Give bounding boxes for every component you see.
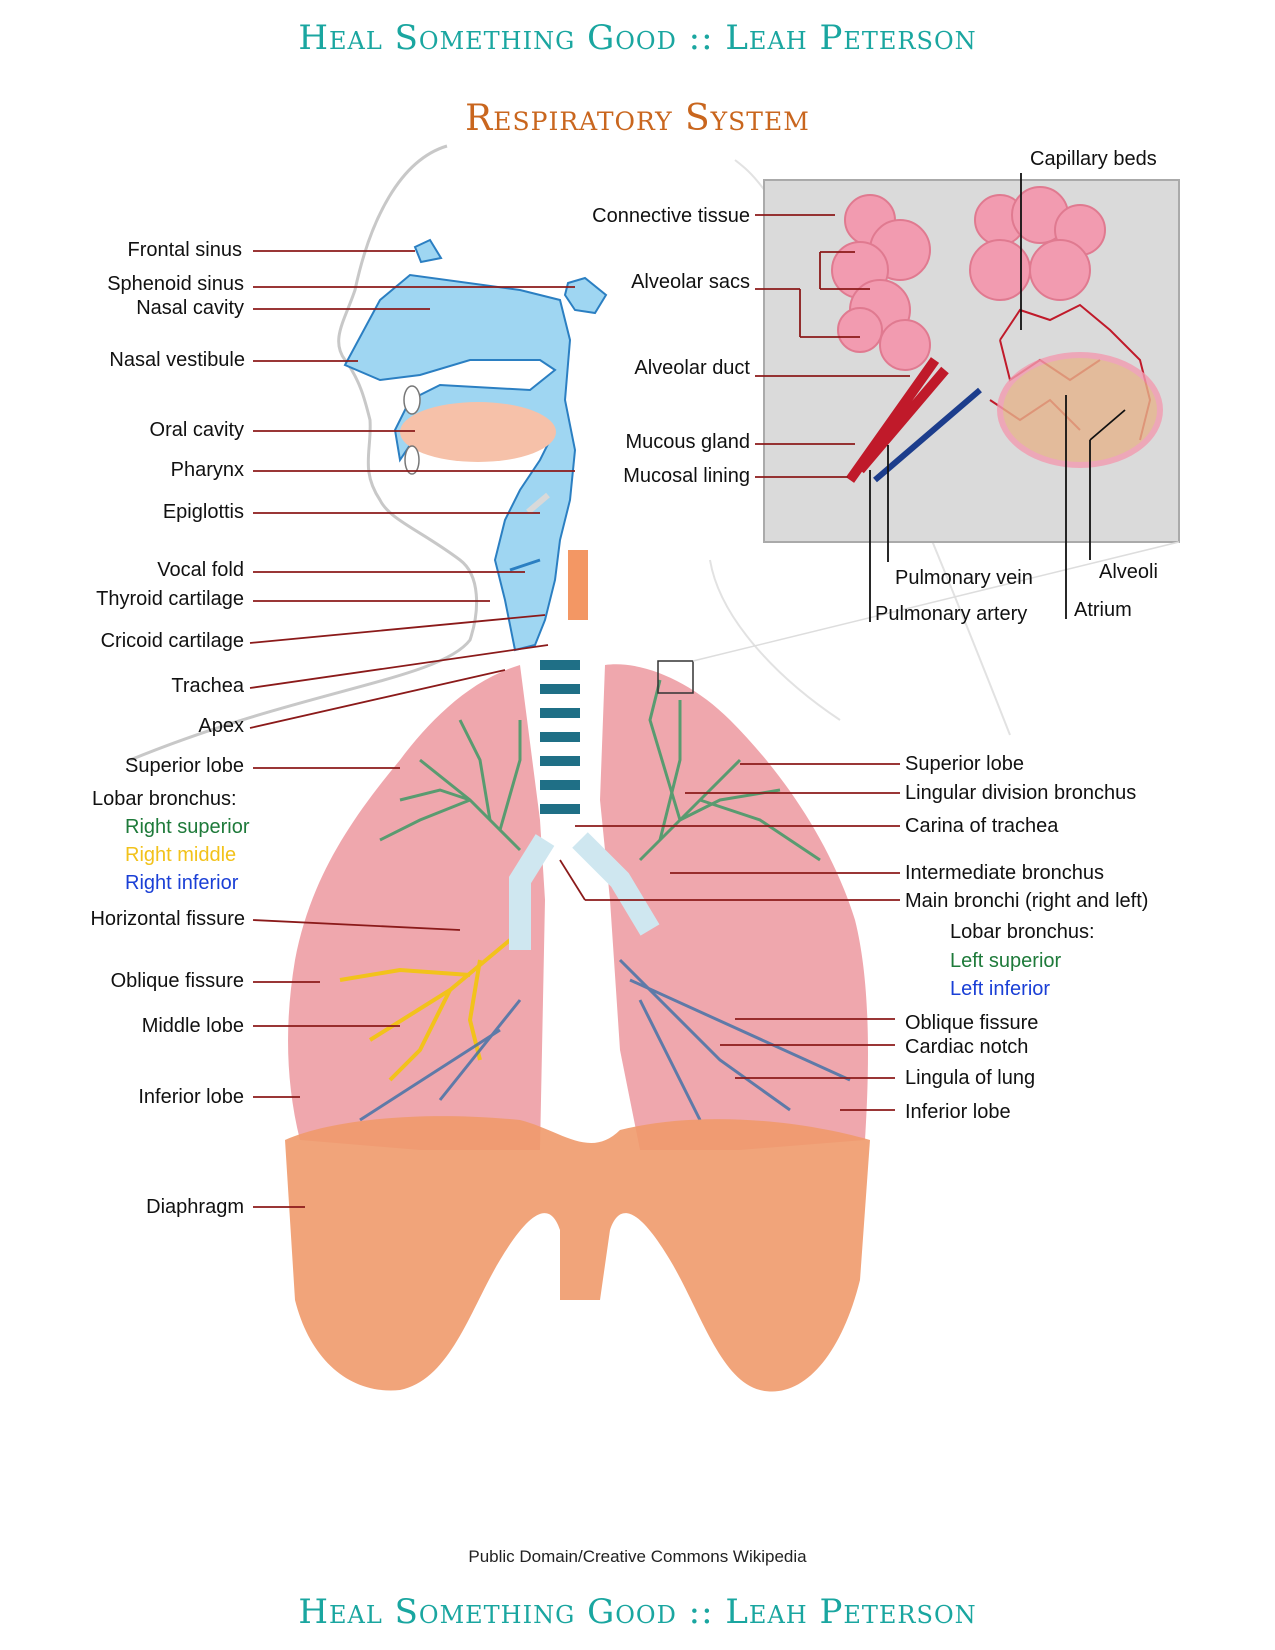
nasal-vestibule-nostril <box>403 385 421 415</box>
label-right-superior: Right superior <box>125 816 250 838</box>
label-right-middle: Right middle <box>125 844 237 866</box>
label-horizontal-fissure: Horizontal fissure <box>90 908 245 930</box>
label-oral-cavity: Oral cavity <box>149 419 244 441</box>
neck-back-outline <box>709 559 841 721</box>
label-left-inferior: Left inferior <box>950 978 1051 1000</box>
right-lung-shape <box>288 665 545 1150</box>
label-apex: Apex <box>198 715 244 737</box>
label-oblique-fissure-left: Oblique fissure <box>905 1012 1039 1034</box>
label-lobar-bronchus-right: Lobar bronchus: <box>92 788 237 810</box>
label-alveolar-duct: Alveolar duct <box>634 357 750 379</box>
esophagus-shape <box>568 550 588 620</box>
label-lobar-bronchus-left: Lobar bronchus: <box>950 921 1095 943</box>
label-frontal-sinus: Frontal sinus <box>127 239 243 261</box>
label-left-superior: Left superior <box>950 950 1062 972</box>
label-right-inferior: Right inferior <box>125 872 239 894</box>
label-alveolar-sacs: Alveolar sacs <box>631 271 750 293</box>
nasal-cavity-shape <box>343 273 577 652</box>
head-profile-outline <box>129 144 479 762</box>
inferior-bronchi <box>359 958 851 1122</box>
label-vocal-fold: Vocal fold <box>157 559 244 581</box>
label-lingular-division-bronchus: Lingular division bronchus <box>905 782 1137 804</box>
trachea-shape <box>540 640 580 840</box>
label-middle-lobe: Middle lobe <box>141 1015 244 1037</box>
oral-cavity-shape <box>400 402 556 462</box>
alveolar-duct-shape <box>845 357 949 483</box>
label-main-bronchi: Main bronchi (right and left) <box>905 890 1149 912</box>
label-lingula-of-lung: Lingula of lung <box>905 1067 1036 1089</box>
label-pulmonary-artery: Pulmonary artery <box>875 603 1028 625</box>
diaphragm-shape <box>285 1116 870 1392</box>
image-credit: Public Domain/Creative Commons Wikipedia <box>468 1547 807 1566</box>
label-atrium: Atrium <box>1074 599 1132 621</box>
inset-pointer-lines <box>869 173 1126 622</box>
label-carina-of-trachea: Carina of trachea <box>905 815 1059 837</box>
leader-lines <box>249 214 910 1208</box>
lung-zoom-box <box>657 660 694 694</box>
header-brand: Heal Something Good :: Leah Peterson <box>298 18 977 58</box>
label-sphenoid-sinus: Sphenoid sinus <box>107 273 244 295</box>
label-inferior-lobe-right: Inferior lobe <box>138 1086 244 1108</box>
pulmonary-artery-vessel <box>873 387 982 483</box>
label-nasal-cavity: Nasal cavity <box>136 297 244 319</box>
label-superior-lobe-right: Superior lobe <box>125 755 244 777</box>
label-pulmonary-vein: Pulmonary vein <box>895 567 1033 589</box>
epiglottis-shape <box>526 492 550 515</box>
label-mucosal-lining: Mucosal lining <box>623 465 750 487</box>
frontal-sinus-shape <box>413 238 443 264</box>
label-inferior-lobe-left: Inferior lobe <box>905 1101 1011 1123</box>
alveolar-sacs-shape <box>831 186 1106 371</box>
label-diaphragm: Diaphragm <box>146 1196 244 1218</box>
label-oblique-fissure-right: Oblique fissure <box>110 970 244 992</box>
label-superior-lobe-left: Superior lobe <box>905 753 1024 775</box>
left-lung-shape <box>600 664 868 1150</box>
label-capillary-beds: Capillary beds <box>1030 148 1157 170</box>
label-cardiac-notch: Cardiac notch <box>905 1036 1029 1058</box>
label-trachea: Trachea <box>171 675 244 697</box>
diagram-title: Respiratory System <box>465 98 810 139</box>
label-pharynx: Pharynx <box>170 459 244 481</box>
left-superior-bronchi <box>638 679 821 862</box>
label-intermediate-bronchus: Intermediate bronchus <box>905 862 1105 884</box>
label-thyroid-cartilage: Thyroid cartilage <box>96 588 244 610</box>
label-epiglottis: Epiglottis <box>162 501 244 523</box>
vocal-fold-shape <box>509 558 541 572</box>
label-cricoid-cartilage: Cricoid cartilage <box>100 630 244 652</box>
sphenoid-sinus-shape <box>563 276 608 315</box>
label-alveoli: Alveoli <box>1099 561 1158 583</box>
zoom-line-top <box>692 541 1180 662</box>
label-connective-tissue: Connective tissue <box>592 205 750 227</box>
footer-brand: Heal Something Good :: Leah Peterson <box>298 1592 977 1632</box>
lower-lip <box>404 445 420 475</box>
label-nasal-vestibule: Nasal vestibule <box>109 349 245 371</box>
main-bronchi-shape <box>509 832 660 950</box>
atrium-shape <box>997 352 1163 468</box>
right-middle-bronchi <box>339 938 512 1082</box>
right-superior-bronchi <box>379 719 522 852</box>
label-mucous-gland: Mucous gland <box>625 431 750 453</box>
